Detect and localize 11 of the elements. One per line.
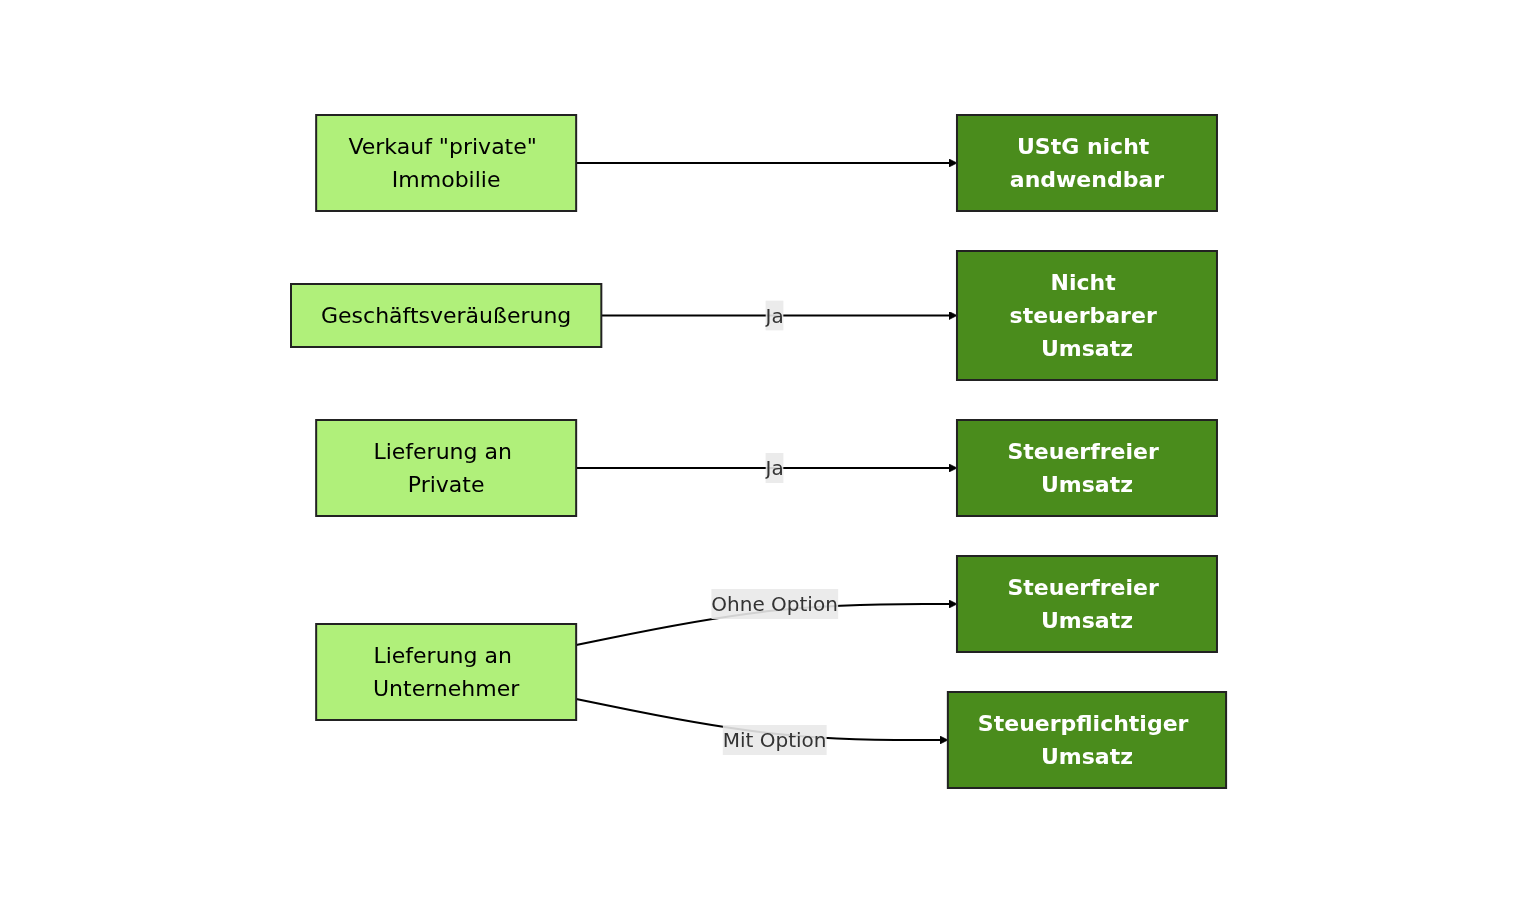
node-box: UStG nicht andwendbar xyxy=(955,113,1218,212)
node-box: Steuerfreier Umsatz xyxy=(955,554,1218,653)
node-box: Nicht steuerbarer Umsatz xyxy=(955,249,1218,381)
node-box: Steuerpflichtiger Umsatz xyxy=(946,690,1228,789)
node-box: Steuerfreier Umsatz xyxy=(955,418,1218,517)
edge-label: Mit Option xyxy=(722,727,827,752)
node-box: Verkauf "private" Immobilie xyxy=(315,113,578,212)
node-box: Geschäftsveräußerung xyxy=(289,282,603,348)
edge-label: Ohne Option xyxy=(711,591,838,616)
node-box: Lieferung an Unternehmer xyxy=(315,622,578,721)
node-box: Lieferung an Private xyxy=(315,418,578,517)
